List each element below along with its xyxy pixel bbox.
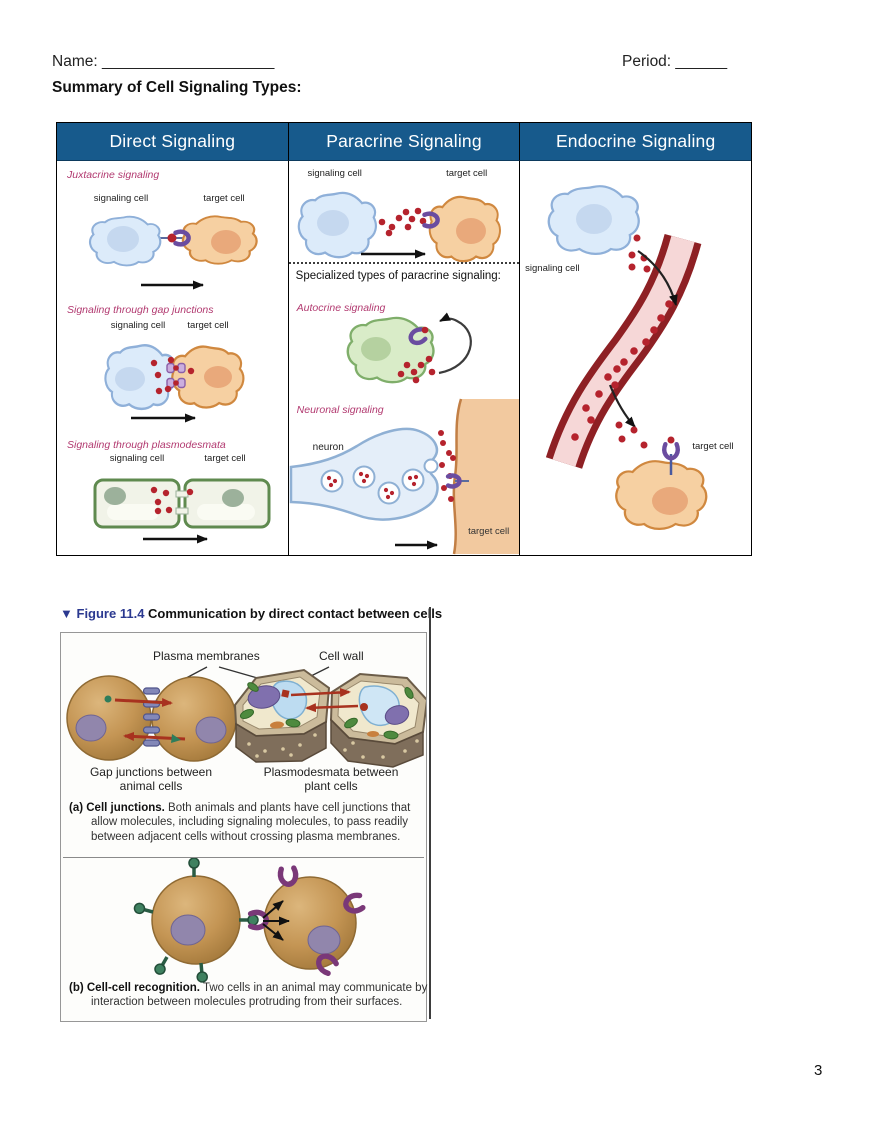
target-cell-label: target cell (187, 320, 229, 331)
panel-a-body: Both animals and plants have cell juncti… (91, 802, 411, 843)
target-cell-label: target cell (446, 168, 488, 179)
juxtacrine-diagram (88, 215, 258, 290)
cell-wall-label: Cell wall (319, 649, 364, 663)
signal-dots (378, 207, 426, 237)
entry-arrow (637, 250, 679, 306)
animal-cells-gap-junctions (66, 675, 237, 762)
figure-label: Figure 11.4 (76, 606, 145, 621)
wall-texture-dots (247, 733, 317, 758)
dotted-separator (288, 262, 520, 264)
panel-a-text: (a) Cell junctions. Both animals and pla… (69, 801, 439, 844)
signal-dots (150, 356, 195, 395)
header-direct-signaling: Direct Signaling (57, 123, 289, 161)
gap-junction-channels (142, 687, 161, 747)
signaling-cell-label: signaling cell (307, 168, 362, 179)
exit-arrow (609, 384, 637, 428)
target-cell-label: target cell (468, 526, 510, 537)
header-paracrine-signaling: Paracrine Signaling (288, 123, 521, 161)
plasmodesmata-heading: Signaling through plasmodesmata (67, 439, 226, 451)
name-line: Name: ____________________ (52, 53, 275, 70)
panel-a-lead: (a) Cell junctions. (69, 802, 165, 814)
ligand-dot (167, 233, 177, 243)
gap-junction-heading: Signaling through gap junctions (67, 304, 214, 316)
page-title: Summary of Cell Signaling Types: (52, 79, 302, 96)
autocrine-heading: Autocrine signaling (296, 302, 386, 314)
hormone-dots-entering (628, 234, 651, 273)
feedback-loop-arrow (438, 312, 472, 375)
table-header-row: Direct Signaling Paracrine Signaling End… (57, 123, 752, 161)
direct-signaling-diagram (88, 215, 271, 544)
paracrine-signaling-diagram (289, 191, 519, 555)
table-body-row: Juxtacrine signaling signaling cell targ… (57, 161, 751, 555)
paracrine-signaling-cell: signaling cell target cell Specialized t… (288, 161, 521, 555)
figure-drawing (66, 666, 426, 985)
gap-junction-caption: Gap junctions between animal cells (89, 765, 213, 794)
figure-box: Plasma membranes Cell wall Gap junctions… (60, 632, 427, 1022)
plant-cells-plasmodesmata (233, 668, 426, 768)
neuronal-diagram (289, 398, 519, 555)
signaling-cell-label: signaling cell (93, 193, 149, 204)
panel-b-lead: (b) Cell-cell recognition. (69, 982, 200, 994)
synaptic-vesicles (320, 465, 425, 505)
autocrine-diagram (346, 312, 472, 384)
target-cell-label: target cell (203, 193, 245, 204)
plasmodesmata-diagram (93, 478, 271, 544)
signal-dots (397, 355, 435, 384)
hormone-dots-exiting (615, 421, 648, 449)
direct-signaling-cell: Juxtacrine signaling signaling cell targ… (57, 161, 289, 555)
gap-junction-diagram (104, 344, 245, 423)
neuronal-heading: Neuronal signaling (296, 404, 384, 416)
scan-edge-line (429, 607, 431, 1019)
endocrine-signaling-diagram (546, 185, 708, 531)
signaling-cell-label: signaling cell (109, 453, 165, 464)
cell-cell-recognition-drawing (131, 856, 363, 985)
juxtacrine-heading: Juxtacrine signaling (67, 169, 160, 181)
paracrine-diagram (297, 191, 501, 263)
signaling-cell-label: signaling cell (110, 320, 166, 331)
signaling-cell-label: signaling cell (525, 263, 580, 274)
endocrine-signaling-cell: signaling cell target cell (520, 161, 751, 555)
page-number: 3 (814, 1062, 823, 1079)
figure-11-4: ▼ Figure 11.4 Communication by direct co… (60, 606, 442, 1022)
panel-divider (63, 857, 424, 858)
signal-dots (150, 486, 194, 515)
neuron-label: neuron (312, 442, 344, 453)
specialized-note: Specialized types of paracrine signaling… (295, 270, 501, 282)
period-line: Period: ______ (622, 53, 728, 70)
panel-b-body: Two cells in an animal may communicate b… (91, 982, 428, 1009)
panel-b-text: (b) Cell-cell recognition. Two cells in … (69, 981, 441, 1010)
figure-caption: ▼ Figure 11.4 Communication by direct co… (60, 606, 442, 621)
hormone-dots-in-vessel (571, 300, 674, 441)
signaling-table: Direct Signaling Paracrine Signaling End… (56, 122, 752, 556)
figure-marker-icon: ▼ (60, 606, 73, 621)
target-cell-label: target cell (692, 441, 734, 452)
interaction-arrows (262, 900, 290, 941)
plasma-membranes-label: Plasma membranes (153, 649, 260, 663)
receptor-icon (665, 444, 679, 458)
figure-title: Communication by direct contact between … (148, 606, 443, 621)
header-endocrine-signaling: Endocrine Signaling (520, 123, 752, 161)
wall-texture-dots (343, 739, 419, 759)
target-cell-membrane (453, 399, 519, 554)
plasmodesmata-caption: Plasmodesmata between plant cells (263, 765, 399, 794)
blood-vessel (546, 233, 702, 469)
target-cell-label: target cell (204, 453, 246, 464)
